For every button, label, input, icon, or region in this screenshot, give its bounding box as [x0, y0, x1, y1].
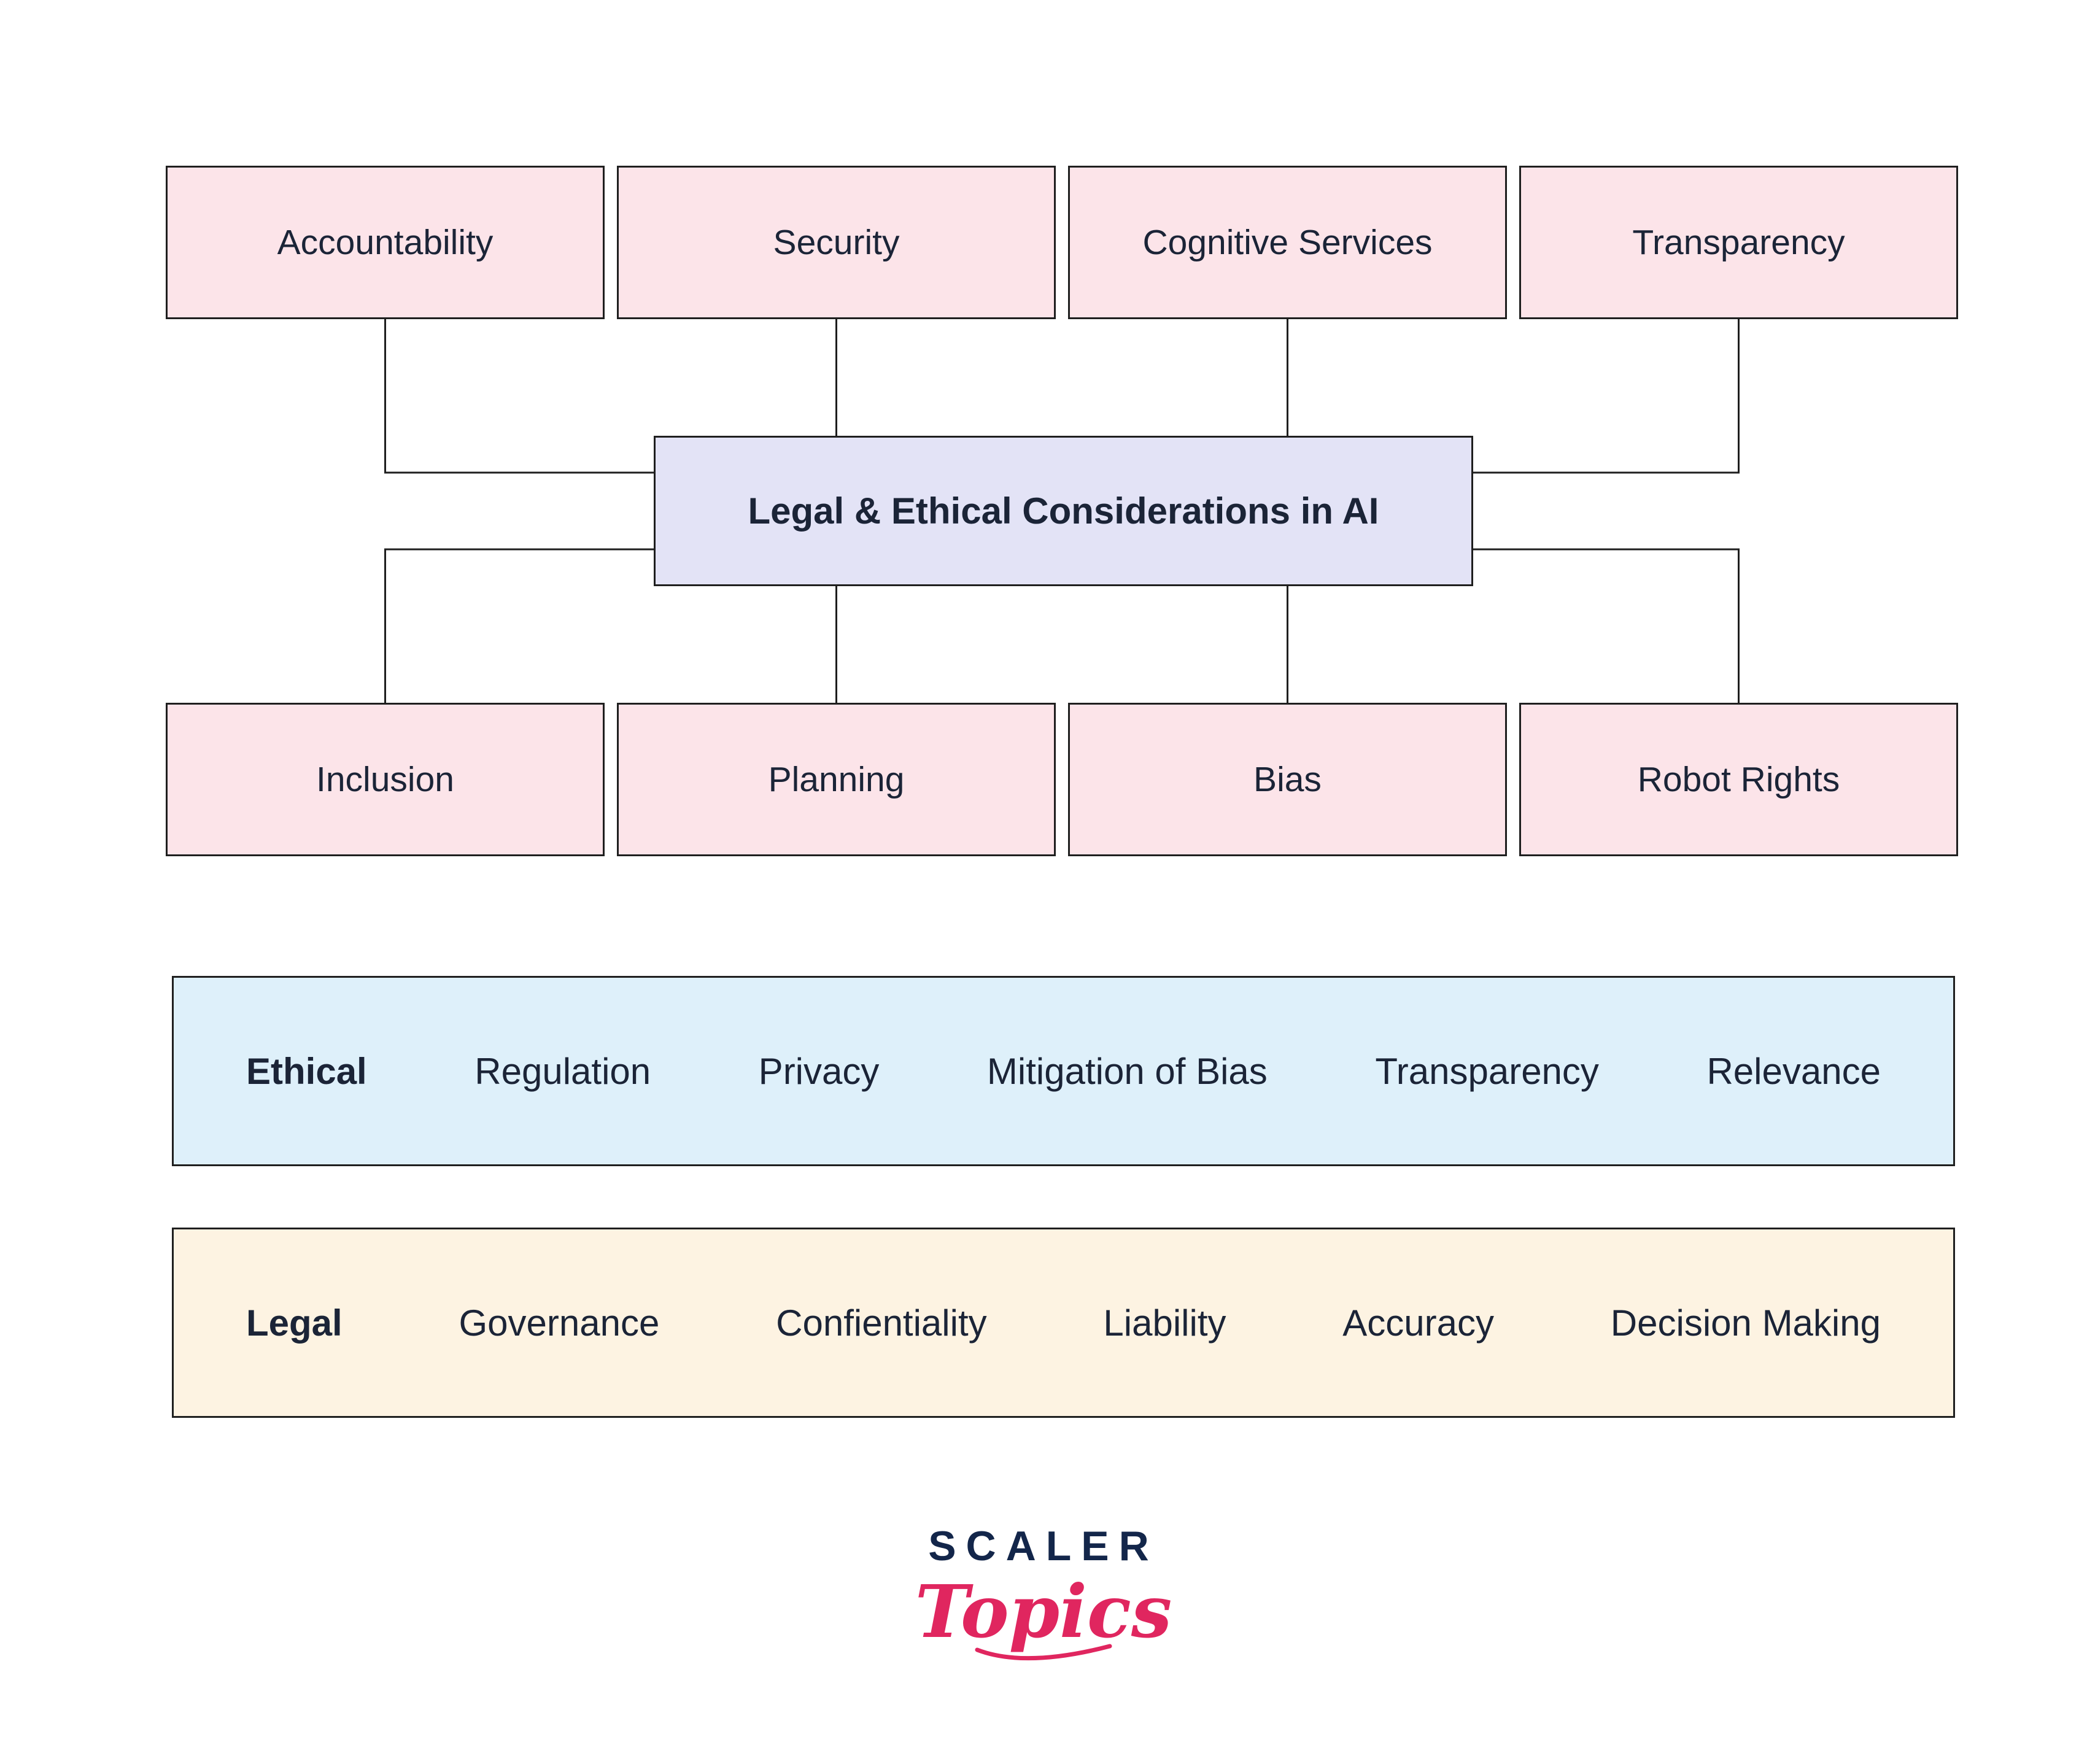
logo-scaler-text: SCALER — [928, 1523, 1159, 1569]
node-label: Accountability — [277, 222, 494, 262]
legal-item-governance: Governance — [459, 1302, 660, 1344]
ethical-item-relevance: Relevance — [1706, 1050, 1881, 1092]
node-label: Transparency — [1632, 222, 1845, 262]
legal-band: Legal Governance Confientiality Liabilit… — [172, 1228, 1955, 1418]
logo-topics-text: Topics — [915, 1569, 1172, 1654]
ethical-item-transparency: Transparency — [1375, 1050, 1599, 1092]
legal-item-liability: Liability — [1103, 1302, 1226, 1344]
node-label: Security — [773, 222, 900, 262]
ethical-item-mitigation-of-bias: Mitigation of Bias — [986, 1050, 1268, 1092]
legal-item-decision-making: Decision Making — [1610, 1302, 1881, 1344]
node-transparency: Transparency — [1519, 166, 1958, 319]
logo-underline-flourish — [975, 1644, 1112, 1661]
legal-item-confientiality: Confientiality — [776, 1302, 987, 1344]
node-label: Cognitive Services — [1142, 222, 1433, 262]
node-label: Robot Rights — [1637, 759, 1840, 799]
node-cognitive-services: Cognitive Services — [1068, 166, 1507, 319]
ethical-band: Ethical Regulation Privacy Mitigation of… — [172, 976, 1955, 1166]
scaler-topics-logo: SCALER Topics — [0, 1522, 2087, 1671]
legal-band-title: Legal — [246, 1302, 343, 1344]
ethical-item-privacy: Privacy — [758, 1050, 880, 1092]
node-planning: Planning — [617, 703, 1056, 856]
node-bias: Bias — [1068, 703, 1507, 856]
ethical-band-title: Ethical — [246, 1050, 367, 1092]
node-accountability: Accountability — [166, 166, 605, 319]
legal-item-accuracy: Accuracy — [1342, 1302, 1495, 1344]
node-inclusion: Inclusion — [166, 703, 605, 856]
node-label: Inclusion — [316, 759, 454, 799]
center-title-label: Legal & Ethical Considerations in AI — [748, 490, 1379, 532]
node-robot-rights: Robot Rights — [1519, 703, 1958, 856]
node-label: Planning — [768, 759, 905, 799]
node-center-title: Legal & Ethical Considerations in AI — [654, 436, 1473, 586]
ethical-item-regulation: Regulation — [474, 1050, 651, 1092]
node-security: Security — [617, 166, 1056, 319]
node-label: Bias — [1253, 759, 1322, 799]
